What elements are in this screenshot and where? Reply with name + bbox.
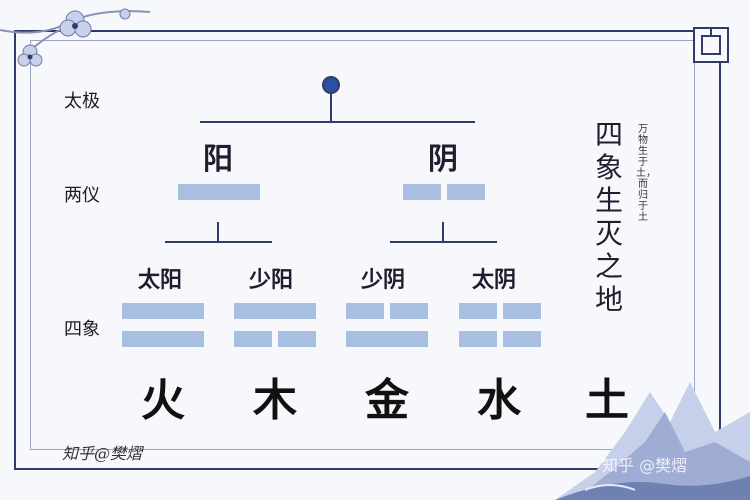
sixiang-label-shaoyang: 少阳 [249, 267, 294, 293]
sixiang-label-taiyin: 太阴 [472, 267, 517, 293]
yang-line [122, 303, 204, 319]
yin-line-left [459, 303, 497, 319]
yin-line-left [346, 303, 384, 319]
outer-frame [14, 30, 721, 470]
row-label-sixiang: 四象 [64, 319, 100, 340]
liangyi-yang: 阳 [203, 142, 233, 177]
yang-line [234, 303, 316, 319]
plum-blossom-icon [0, 8, 151, 67]
yin-line-left [403, 184, 441, 200]
element-earth: 土 [585, 375, 629, 426]
mountain-icon [555, 382, 750, 500]
yin-line-right [390, 303, 428, 319]
row-label-taiji: 太极 [64, 91, 100, 112]
side-title: 四象生灭之地 [594, 118, 623, 316]
yang-line [178, 184, 260, 200]
sixiang-label-taiyang: 太阳 [138, 267, 183, 293]
yin-line-right [278, 331, 316, 347]
corner-knot-icon [693, 27, 729, 63]
yang-line [346, 331, 428, 347]
yin-line-right [503, 331, 541, 347]
watermark: 知乎 @樊熠 [602, 456, 688, 475]
yin-line-left [459, 331, 497, 347]
taiji-dot [322, 76, 340, 94]
liangyi-yin: 阴 [428, 142, 458, 177]
side-subtitle: 万物生于土，而归于土 [636, 124, 656, 223]
yin-line-right [447, 184, 485, 200]
yin-line-right [503, 303, 541, 319]
inner-frame [30, 40, 695, 450]
yang-line [122, 331, 204, 347]
author-signature: 知乎@樊熠 [62, 444, 143, 463]
row-label-liangyi: 两仪 [64, 185, 100, 206]
yin-line-left [234, 331, 272, 347]
element-metal: 金 [365, 375, 409, 426]
element-water: 水 [477, 375, 521, 426]
element-wood: 木 [253, 375, 297, 426]
sixiang-label-shaoyin: 少阴 [361, 267, 406, 293]
element-fire: 火 [141, 375, 185, 426]
